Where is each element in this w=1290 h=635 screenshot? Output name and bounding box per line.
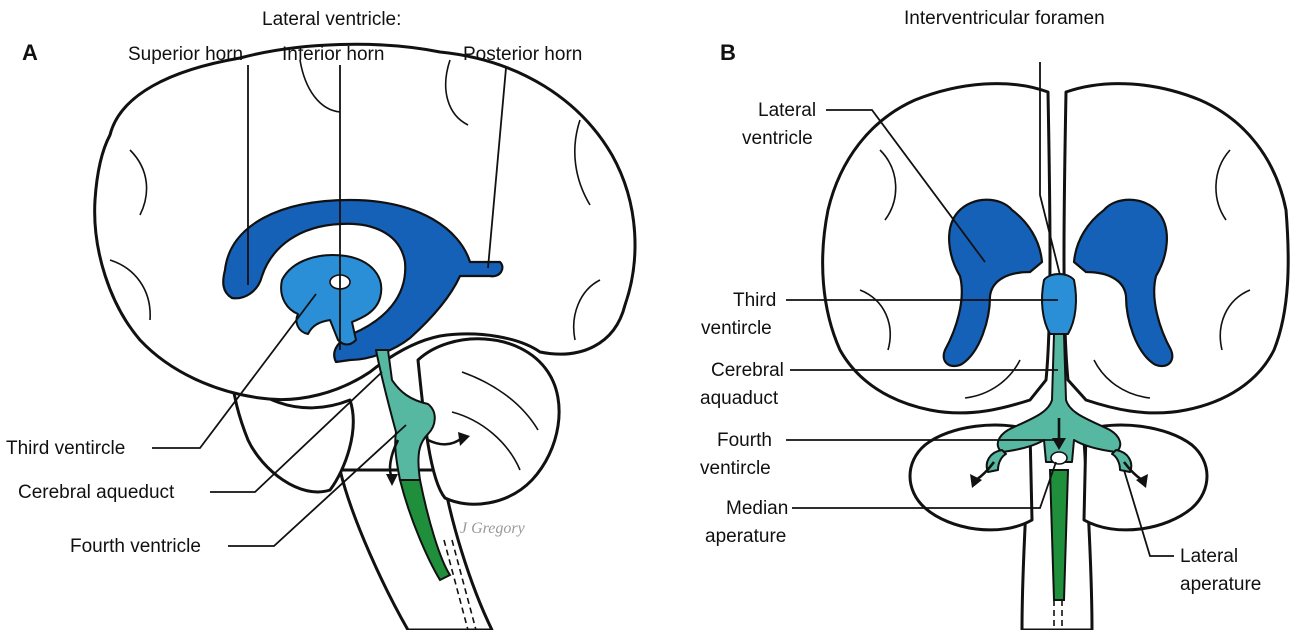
- label-third-ventricle-b-2: ventircle: [701, 318, 772, 339]
- label-fourth-ventricle-b-2: ventircle: [700, 458, 771, 479]
- panel-a: A Lateral ventricle:: [6, 9, 635, 630]
- artist-signature: J Gregory: [460, 520, 526, 537]
- label-cerebral-aqueduct-a: Cerebral aqueduct: [18, 482, 175, 503]
- label-inferior-horn: Inferior horn: [282, 44, 384, 65]
- label-lateral-ventricle-b-1: Lateral: [758, 100, 816, 121]
- third-ventricle-b: [1042, 274, 1076, 334]
- label-third-ventricle-b-1: Third: [733, 290, 776, 311]
- label-fourth-ventricle-a: Fourth ventricle: [70, 536, 201, 557]
- lateral-ventricle-heading: Lateral ventricle:: [262, 9, 401, 30]
- label-fourth-ventricle-b-1: Fourth: [717, 430, 772, 451]
- label-posterior-horn: Posterior horn: [463, 44, 582, 65]
- label-lateral-aperature-1: Lateral: [1180, 546, 1238, 567]
- central-canal-b: [1050, 470, 1068, 600]
- label-superior-horn: Superior horn: [128, 44, 243, 65]
- label-median-aperature-2: aperature: [705, 526, 786, 547]
- cerebellum-a: [418, 339, 559, 504]
- label-cerebral-aquaduct-b-2: aquaduct: [700, 388, 779, 409]
- panel-a-letter: A: [22, 40, 38, 65]
- label-cerebral-aquaduct-b-1: Cerebral: [711, 360, 784, 381]
- panel-b-letter: B: [720, 40, 736, 65]
- panel-b: B: [700, 8, 1288, 630]
- label-median-aperature-1: Median: [726, 498, 788, 519]
- label-lateral-ventricle-b-2: ventricle: [742, 128, 813, 149]
- label-interventricular-foramen: Interventricular foramen: [904, 8, 1105, 29]
- label-third-ventricle-a: Third ventircle: [6, 438, 125, 459]
- label-lateral-aperature-2: aperature: [1180, 574, 1261, 595]
- median-aperture-opening: [1051, 452, 1067, 464]
